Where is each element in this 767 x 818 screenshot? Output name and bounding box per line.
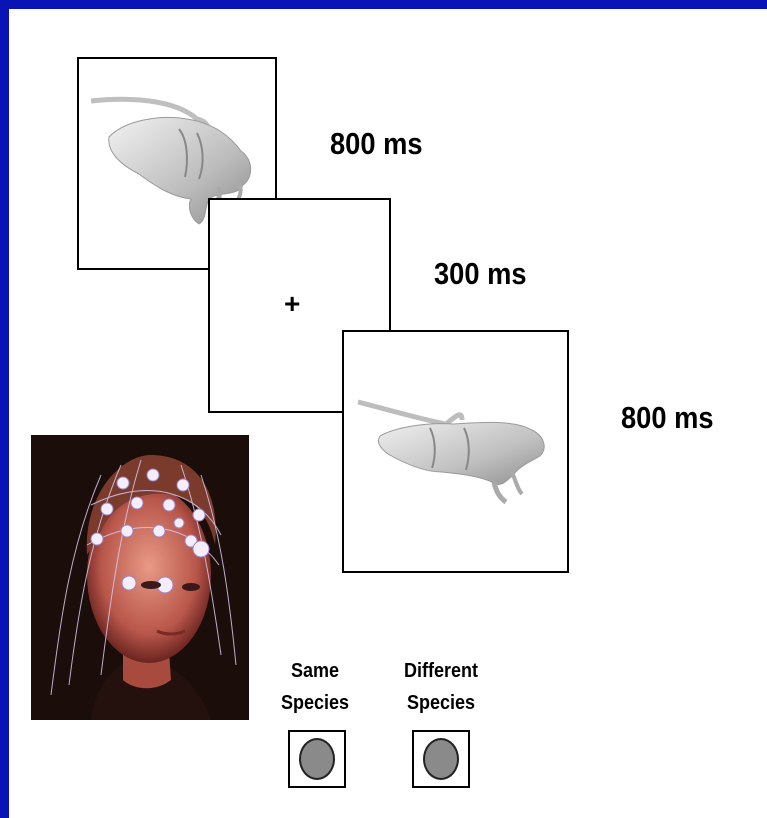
round-response-button-icon <box>423 738 459 780</box>
different-species-label: Different Species <box>396 655 486 719</box>
round-response-button-icon <box>299 738 335 780</box>
timing-label-second: 800 ms <box>621 400 714 436</box>
timing-label-first: 800 ms <box>330 126 423 162</box>
different-label-line1: Different <box>396 655 486 687</box>
fixation-cross: + <box>284 288 300 320</box>
same-label-line1: Same <box>279 655 351 687</box>
slide: + 800 ms 300 ms 800 ms <box>9 9 767 818</box>
creature-profile-icon <box>344 332 567 571</box>
different-label-line2: Species <box>396 687 486 719</box>
same-label-line2: Species <box>279 687 351 719</box>
second-stimulus-frame <box>342 330 569 573</box>
timing-label-fixation: 300 ms <box>434 256 527 292</box>
different-species-button[interactable] <box>412 730 470 788</box>
eeg-net-participant-image <box>31 435 249 720</box>
same-species-button[interactable] <box>288 730 346 788</box>
same-species-label: Same Species <box>279 655 351 719</box>
